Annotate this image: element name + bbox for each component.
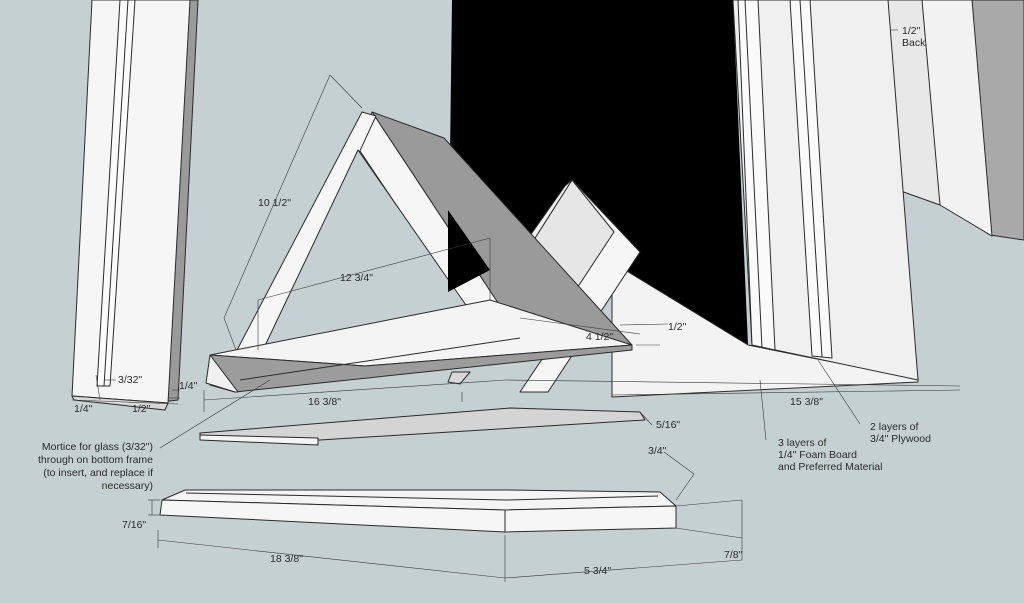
dim-thickness-label: 1/2" <box>668 321 687 333</box>
left-frame-piece <box>71 0 199 411</box>
foam-line-2: 1/4" Foam Board <box>778 449 857 461</box>
base-shelf-front <box>209 344 633 393</box>
dim-base-width-label: 12 3/4" <box>340 272 373 284</box>
dim-base-depth-label: 3/4" <box>648 445 667 457</box>
mortice-line-1: Mortice for glass (3/32") <box>42 441 153 453</box>
mortice-line-4: necessary) <box>102 480 153 492</box>
glass-strip-top <box>199 407 646 441</box>
glass-mortice-slot <box>239 337 521 381</box>
dim-glass-label: 5/16" <box>656 419 680 431</box>
glass-strip-face <box>199 434 319 446</box>
rear-stand-foot <box>447 371 471 385</box>
dim-base-thickness-label: 7/16" <box>122 519 146 531</box>
triangle-inner-black <box>448 210 490 292</box>
plywood-line-1: 2 layers of <box>870 421 919 433</box>
annotation-foam: 3 layers of 1/4" Foam Board and Preferre… <box>778 437 882 473</box>
dimension-lines <box>71 29 961 582</box>
annotation-plywood: 2 layers of 3/4" Plywood <box>870 421 931 445</box>
base-shelf <box>205 299 633 393</box>
plywood-panel-strip-1 <box>737 0 776 351</box>
dim-back-label: 1/2" <box>902 25 921 37</box>
back-label: Back <box>902 37 926 49</box>
mortice-line-2: through on bottom frame <box>38 454 153 466</box>
dim-left-quarter-label: 1/4" <box>74 403 93 415</box>
plywood-line-2: 3/4" Plywood <box>870 433 931 445</box>
glass-strip <box>199 407 646 446</box>
back-panel-assembly <box>884 0 1024 241</box>
dim-base-height-label: 7/8" <box>724 549 743 561</box>
mortice-line-3: (to insert, and replace if <box>43 467 153 479</box>
foam-line-3: and Preferred Material <box>778 461 882 473</box>
dim-height-label: 10 1/2" <box>258 197 291 209</box>
dim-depth-label: 4 1/2" <box>586 331 613 343</box>
dim-base-width-label-2: 5 3/4" <box>584 565 611 577</box>
dim-groove-width-label: 3/32" <box>118 374 142 386</box>
triangle-frame <box>235 111 633 353</box>
dim-left-half-label: 1/2" <box>132 403 151 415</box>
annotation-mortice: Mortice for glass (3/32") through on bot… <box>38 441 153 492</box>
dim-groove-depth-label: 1/4" <box>179 380 198 392</box>
dimension-labels: 10 1/2" 12 3/4" 4 1/2" 1/2" 3/32" 1/4" 1… <box>74 25 926 577</box>
base-shelf-face <box>205 354 239 393</box>
dim-panel-width-label: 15 3/8" <box>790 396 823 408</box>
bottom-base-board <box>159 489 677 533</box>
plywood-panel <box>611 0 919 398</box>
dim-base-length-label: 18 3/8" <box>270 553 303 565</box>
left-frame-bottom <box>71 395 169 411</box>
plywood-panel-front <box>732 0 919 381</box>
base-board-front-right <box>504 505 677 533</box>
dim-shelf-length-label: 16 3/8" <box>308 396 341 408</box>
foam-line-1: 3 layers of <box>778 437 827 449</box>
frame-opening <box>448 0 748 345</box>
